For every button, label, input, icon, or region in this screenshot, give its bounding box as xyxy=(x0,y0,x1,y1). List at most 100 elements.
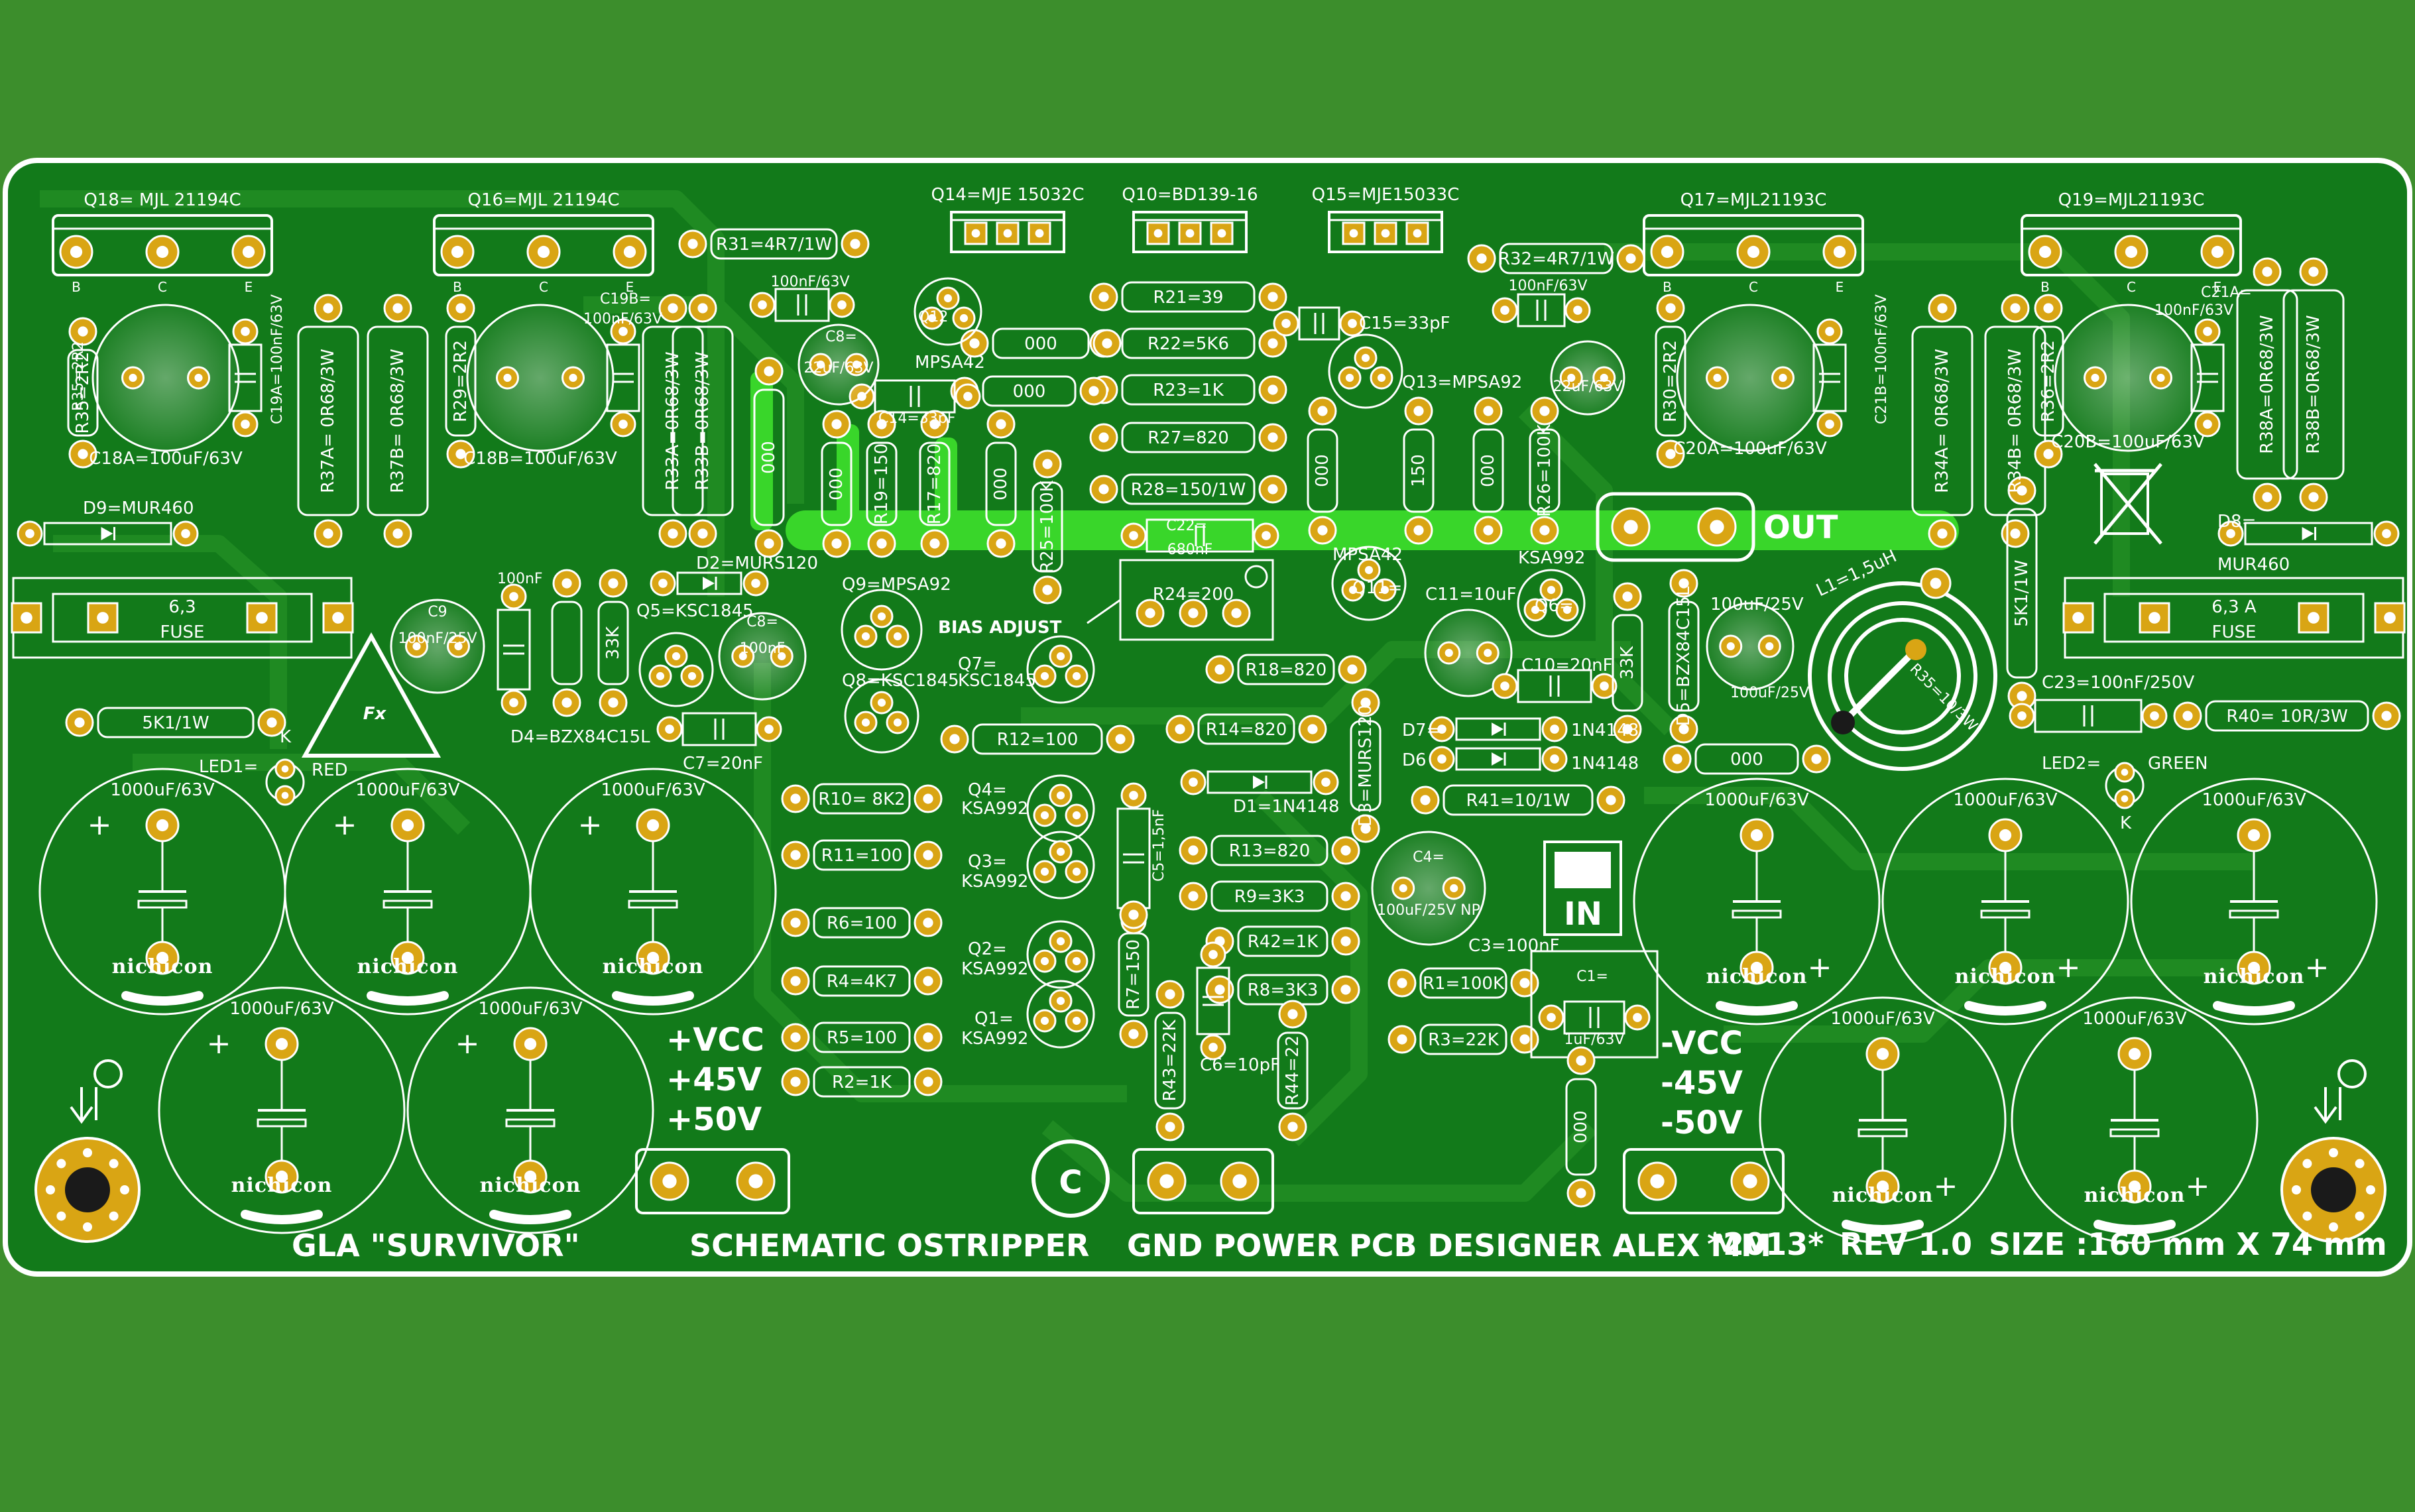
pad-hole xyxy=(893,718,902,727)
resistor xyxy=(1350,720,1382,811)
resistor xyxy=(753,388,785,526)
pad-hole xyxy=(1217,229,1226,238)
pad xyxy=(829,292,855,318)
pad-hole xyxy=(850,239,860,249)
silk-label: D1=1N4148 xyxy=(1233,797,1340,817)
pad-hole xyxy=(923,850,933,860)
capacitor-c21a xyxy=(2190,343,2225,412)
pad xyxy=(1049,840,1073,864)
resistor-label: R10= 8K2 xyxy=(818,789,905,809)
pad xyxy=(2194,318,2221,345)
pad xyxy=(636,808,670,843)
pad xyxy=(781,841,810,870)
resistor xyxy=(1121,281,1256,313)
pad xyxy=(1474,396,1503,426)
pad-square xyxy=(322,602,354,634)
resistor xyxy=(1118,932,1149,1017)
brand-nichicon: nichicon xyxy=(603,955,704,978)
silk-label: 1N4148 xyxy=(1571,721,1639,740)
pad xyxy=(1771,366,1795,390)
resistor-label: R31=4R7/1W xyxy=(716,235,832,255)
transistor-outline xyxy=(841,589,923,671)
pad xyxy=(2034,294,2063,323)
pad-hole xyxy=(608,697,618,708)
pad xyxy=(2200,235,2235,269)
pad xyxy=(1988,951,2023,985)
inductor-pad xyxy=(1905,639,1926,660)
footer-year: *2013* xyxy=(1707,1226,1824,1262)
pad-hole xyxy=(181,529,190,538)
silk-label: C7=20nF xyxy=(683,754,763,774)
silk-label: Q4= xyxy=(968,780,1007,800)
pad-hole xyxy=(665,725,674,734)
pad-hole xyxy=(1348,585,1358,595)
pad-hole xyxy=(2247,829,2261,842)
silk-label: C21A= xyxy=(2201,284,2252,301)
resistor-label: R18=820 xyxy=(1246,660,1327,680)
capacitor-c6 xyxy=(1196,966,1230,1035)
resistor xyxy=(1612,614,1643,712)
brand-nichicon: nichicon xyxy=(1832,1184,1934,1207)
pin-c: C xyxy=(158,279,167,295)
pad-hole xyxy=(1397,1034,1407,1045)
capacitor-c18b xyxy=(466,304,615,452)
capacitor-c11 xyxy=(1424,609,1513,697)
pad xyxy=(1136,599,1165,628)
resistor-label: R26=100K xyxy=(1535,424,1555,517)
pad-hole xyxy=(1713,373,1722,382)
pad xyxy=(1637,1161,1677,1201)
pad-hole xyxy=(74,717,85,728)
pad-hole xyxy=(2149,612,2160,624)
pad-hole xyxy=(1539,406,1550,416)
resistor-body xyxy=(753,388,785,526)
output-trace xyxy=(750,371,1959,550)
pad xyxy=(1541,716,1568,742)
pad-hole xyxy=(1307,724,1318,734)
capacitor-body xyxy=(2034,699,2143,733)
pad-hole xyxy=(1128,1029,1139,1039)
pad-hole xyxy=(129,373,137,382)
resistor xyxy=(982,375,1077,407)
pad-hole xyxy=(455,303,466,314)
pad-hole xyxy=(1364,565,1374,575)
resistor xyxy=(1210,880,1328,912)
pad-hole xyxy=(241,420,250,429)
pad-hole xyxy=(1576,1055,1586,1066)
pad-hole xyxy=(1072,1016,1081,1025)
pad xyxy=(446,439,475,469)
pad-hole xyxy=(266,717,277,728)
pad-hole xyxy=(668,303,678,314)
square-pad xyxy=(11,602,42,634)
pad xyxy=(1613,715,1642,744)
via xyxy=(2355,1211,2365,1221)
silk-label: C23=100nF/250V xyxy=(2042,673,2194,693)
pad xyxy=(610,318,636,345)
capacitor-outline xyxy=(91,304,240,452)
pad xyxy=(1370,366,1393,390)
pad xyxy=(1065,664,1089,688)
pad-hole xyxy=(1567,373,1576,382)
pad xyxy=(2299,483,2328,512)
pad-hole xyxy=(1345,373,1354,382)
square-pad xyxy=(2062,602,2094,634)
pad-hole xyxy=(1072,867,1081,876)
pad-hole xyxy=(1550,754,1559,764)
silk-label: C18A=100uF/63V xyxy=(89,449,243,469)
pad xyxy=(1538,1004,1564,1031)
resistor xyxy=(813,1066,911,1098)
pad-hole xyxy=(831,538,842,549)
pad-hole xyxy=(21,612,32,624)
pad-hole xyxy=(241,327,250,336)
pad-hole xyxy=(1825,420,1834,429)
pad-hole xyxy=(1825,327,1834,336)
pad xyxy=(1120,522,1147,549)
capacitor-body xyxy=(1517,293,1566,327)
pad-hole xyxy=(876,538,887,549)
resistor-label: R40= 10R/3W xyxy=(2226,707,2347,727)
resistor xyxy=(1419,967,1507,999)
capacitor-body xyxy=(1146,518,1254,553)
pad xyxy=(1331,975,1360,1004)
pad-hole xyxy=(1500,306,1509,315)
pad-hole xyxy=(1072,957,1081,966)
resistor-label: 000 xyxy=(1313,454,1332,487)
